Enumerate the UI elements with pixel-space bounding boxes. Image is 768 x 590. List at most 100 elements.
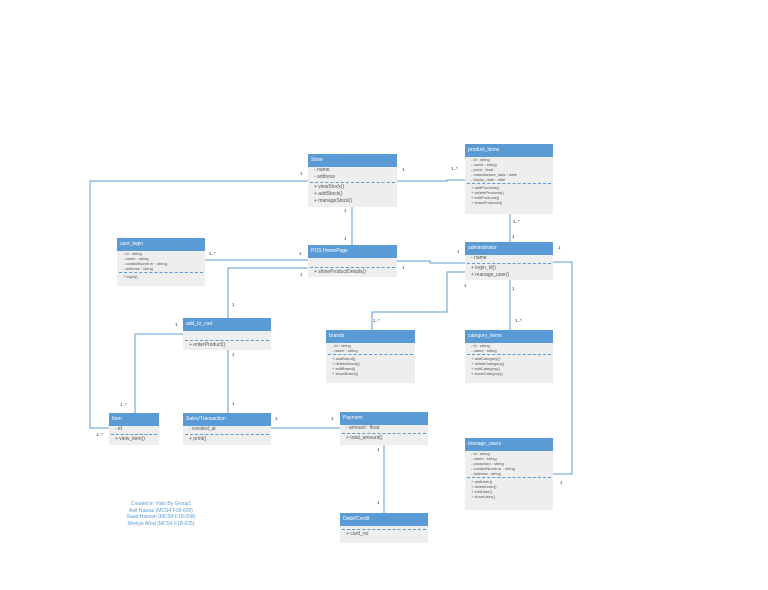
attribute: - password : string (471, 461, 504, 466)
multiplicity-label: 1..* (96, 432, 103, 437)
class-debit-credit[interactable]: Debit/Credit + card_no (340, 513, 428, 543)
multiplicity-label: 1 (331, 416, 334, 421)
connector-pos-cart (227, 267, 308, 318)
class-brands[interactable]: brands - id : string - name : string + a… (326, 330, 415, 383)
attribute: - contactNumb er : string (123, 261, 167, 266)
class-header: Store (308, 154, 397, 167)
connector-cart-item (134, 333, 183, 413)
method: + showUser() (471, 494, 495, 499)
multiplicity-label: 1 (232, 352, 235, 357)
class-header: user_login (117, 238, 205, 251)
multiplicity-label: 1 (377, 447, 380, 452)
divider (119, 272, 203, 273)
multiplicity-label: 1 (232, 302, 235, 307)
multiplicity-label: 1 (232, 401, 235, 406)
connector-store-product-items (397, 179, 465, 182)
multiplicity-label: 1 (344, 208, 347, 213)
class-category-items[interactable]: category_items - id : string - name : st… (465, 330, 553, 383)
method: + addStock() (314, 191, 343, 197)
class-item[interactable]: Item - id + view_item() (109, 413, 159, 445)
multiplicity-label: 1..* (120, 402, 127, 407)
multiplicity-label: 1 (300, 272, 303, 277)
class-sales-transaction[interactable]: Sales/Transaction - created_at + print() (183, 413, 271, 445)
divider (328, 354, 413, 355)
method: + addBrand() (332, 356, 356, 361)
divider (342, 529, 426, 530)
method: + editUser() (471, 489, 493, 494)
attribute: - price : float (471, 167, 494, 172)
multiplicity-label: 1 (457, 249, 460, 254)
method: + showCategory() (471, 371, 503, 376)
attribute: - manufacture_date : date (471, 172, 517, 177)
multiplicity-label: 1..* (513, 219, 520, 224)
attribute: - name (314, 167, 330, 173)
method: + deleteBrand() (332, 361, 360, 366)
class-manage-users[interactable]: manage_users - id : string - name : stri… (465, 438, 553, 510)
multiplicity-label: 1 (512, 286, 515, 291)
class-product-items[interactable]: product_items - id : string - name : str… (465, 144, 553, 214)
attribute: - name : string (471, 348, 497, 353)
attribute: - id : string (471, 343, 490, 348)
method: + card_no (346, 531, 369, 537)
class-add-to-cart[interactable]: add_to_cart + enterProduct() (183, 318, 271, 350)
method: + enterProduct() (189, 342, 226, 348)
attribute: - contactNumb er : string (471, 466, 515, 471)
method: + editCategory() (471, 366, 500, 371)
class-header: brands (326, 330, 415, 343)
class-header: category_items (465, 330, 553, 343)
multiplicity-label: 1 (175, 322, 178, 327)
divider (467, 477, 551, 478)
attribute: - id : string (332, 343, 351, 348)
attribute: - id : string (471, 157, 490, 162)
class-header: Debit/Credit (340, 513, 428, 526)
class-header: add_to_cart (183, 318, 271, 331)
method: + total_amount() (346, 435, 383, 441)
class-administrator[interactable]: administrator - name + login_id() + mana… (465, 242, 553, 280)
method: + showBrand() (332, 371, 359, 376)
divider (111, 434, 157, 435)
connector-admin-manageusers (553, 261, 573, 475)
attribute: - address (314, 174, 335, 180)
method: + addProducts() (471, 185, 500, 190)
multiplicity-label: 1 (560, 480, 563, 485)
divider (185, 340, 269, 341)
attribute: - name : string (123, 256, 149, 261)
class-pos-homepage[interactable]: POS HomePage + showProductDetails() (308, 245, 397, 277)
attribute: - id : string (471, 451, 490, 456)
multiplicity-label: 1 (512, 234, 515, 239)
method: + print() (189, 436, 207, 442)
attribute: - id (115, 426, 122, 432)
class-header: product_items (465, 144, 553, 157)
attribute: - amount : float (346, 425, 380, 431)
credits-block: Created in Visio By Group1 Asif Nawaz (M… (116, 501, 206, 527)
method: + showProducts() (471, 200, 503, 205)
attribute: - created_at (189, 426, 216, 432)
method: + login_id() (471, 265, 496, 271)
multiplicity-label: 1 (464, 283, 467, 288)
multiplicity-label: 1 (344, 236, 347, 241)
method: + viewStock() (314, 184, 345, 190)
method: + manageStock() (314, 198, 353, 204)
divider (310, 267, 395, 268)
method: + addCategory() (471, 356, 501, 361)
method: + deleteUser() (471, 484, 497, 489)
attribute: - expiry_date : date (471, 177, 506, 182)
class-user-login[interactable]: user_login - id : string - name : string… (117, 238, 205, 286)
divider (467, 354, 551, 355)
method: + deleteProducts() (471, 190, 504, 195)
multiplicity-label: 1..* (451, 166, 458, 171)
class-payment[interactable]: Payment - amount : float + total_amount(… (340, 412, 428, 445)
multiplicity-label: 1..* (373, 318, 380, 323)
method: + addUser() (471, 479, 493, 484)
divider (467, 263, 551, 264)
multiplicity-label: 1 (402, 167, 405, 172)
multiplicity-label: 1 (377, 500, 380, 505)
credits-line: Saad Hassan (MCS4 F18-058) (126, 514, 196, 520)
class-header: Sales/Transaction (183, 413, 271, 426)
method: + deleteCategory() (471, 361, 505, 366)
divider (310, 182, 395, 183)
class-store[interactable]: Store - name - address + viewStock() + a… (308, 154, 397, 207)
attribute: - address : string (471, 471, 501, 476)
multiplicity-label: 1 (275, 416, 278, 421)
